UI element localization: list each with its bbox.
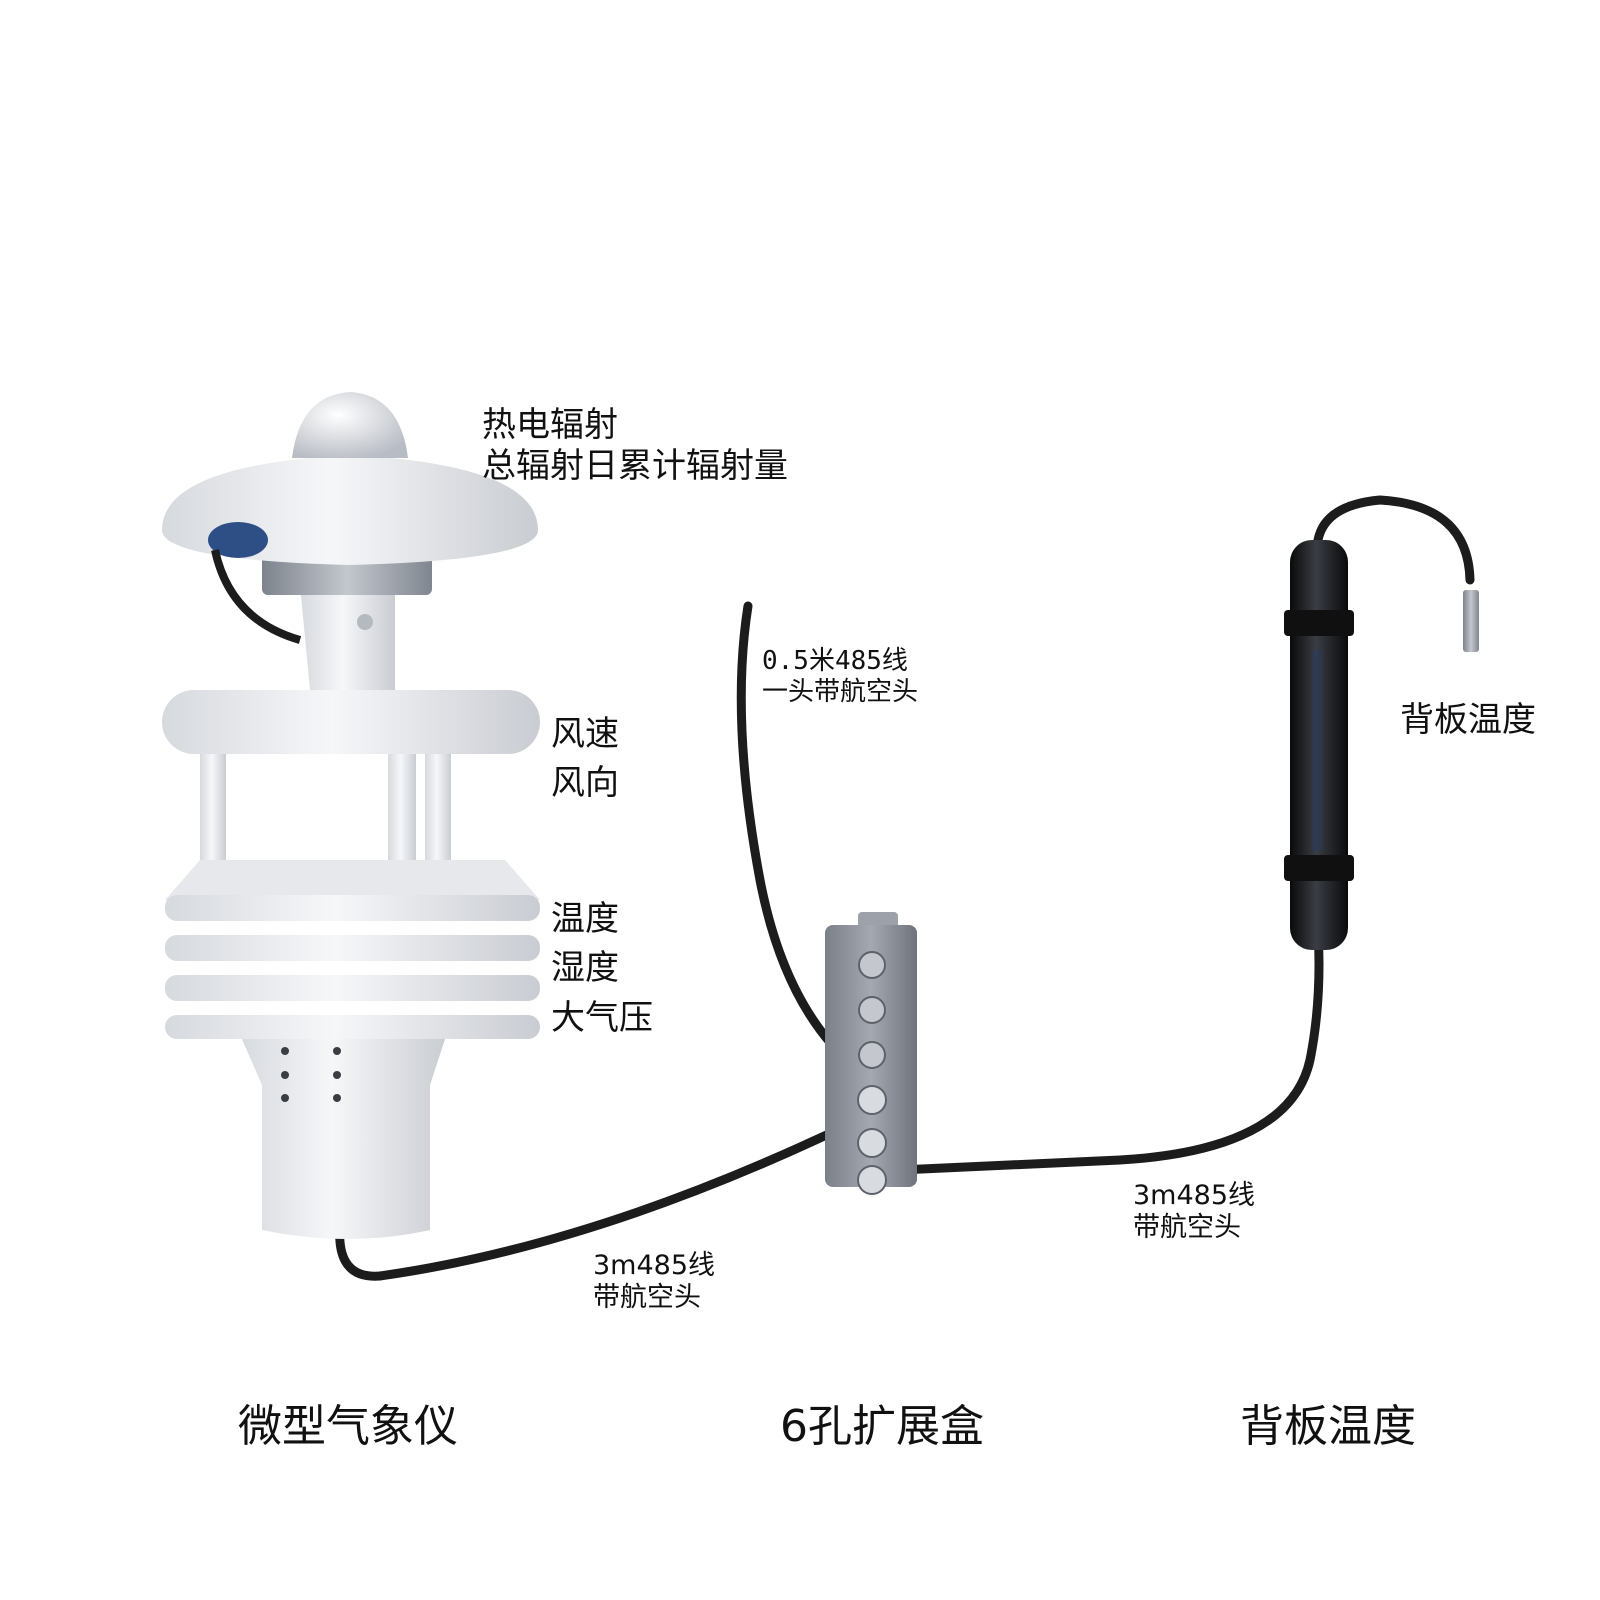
label-wind: 风速 风向 [551, 710, 619, 809]
label-short-cable-line2: 一头带航空头 [762, 677, 919, 708]
label-cable-left-line2: 带航空头 [593, 1282, 701, 1314]
backplate-probe-device [1284, 540, 1479, 950]
box-ports [857, 951, 887, 1195]
radiation-shield-louvers [165, 860, 540, 1039]
expansion-box-device [825, 912, 917, 1195]
label-cable-right-line1: 3m485线 [1133, 1180, 1256, 1211]
mount-bracket [300, 575, 395, 690]
cable-probe-top [1313, 495, 1475, 585]
cable-box-to-probe [895, 925, 1324, 1175]
cable-station-to-box [335, 1115, 863, 1281]
label-radiation: 热电辐射 总辐射日累计辐射量 [482, 405, 788, 487]
label-wind-speed: 风速 [551, 714, 619, 754]
label-cable-right-line2: 带航空头 [1133, 1212, 1241, 1244]
label-radiation-line1: 热电辐射 [482, 405, 618, 445]
label-wind-direction: 风向 [551, 763, 619, 804]
weather-station-device [162, 392, 540, 1239]
connector-blue [208, 522, 268, 558]
label-temperature: 温度 [551, 899, 619, 939]
station-base-tube [238, 1030, 448, 1239]
probe-metal-tip [1463, 590, 1479, 652]
label-pressure: 大气压 [551, 997, 653, 1038]
label-short-cable-line1: 0.5米485线 [762, 646, 908, 676]
pyranometer-dome [292, 392, 408, 458]
label-temp-humidity-pressure: 温度 湿度 大气压 [551, 895, 653, 1043]
label-humidity: 湿度 [551, 948, 619, 989]
cable-group [335, 495, 1475, 1281]
vent-holes [281, 1047, 341, 1102]
label-short-cable: 0.5米485线 一头带航空头 [762, 646, 918, 708]
label-cable-left-line1: 3m485线 [593, 1250, 716, 1281]
caption-backplate: 背板温度 [1240, 1401, 1416, 1452]
wind-sensor-disc [162, 690, 540, 754]
label-radiation-line2: 总辐射日累计辐射量 [482, 445, 788, 486]
label-cable-right: 3m485线 带航空头 [1133, 1180, 1255, 1245]
label-backplate-side: 背板温度 [1400, 700, 1536, 740]
caption-expansion-box: 6孔扩展盒 [780, 1401, 984, 1452]
label-cable-left: 3m485线 带航空头 [593, 1250, 715, 1315]
caption-weather-station: 微型气象仪 [238, 1401, 458, 1452]
support-pillars [200, 745, 451, 860]
cable-short-485 [736, 601, 863, 1075]
